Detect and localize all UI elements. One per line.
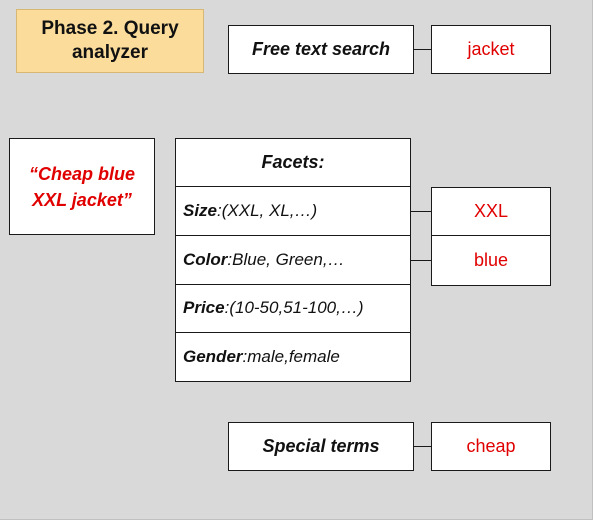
- phase-title-line-2: analyzer: [71, 42, 149, 63]
- free-text-value: jacket: [467, 39, 515, 59]
- color-value-box: blue: [431, 235, 551, 286]
- free-text-search-box: Free text search: [228, 25, 414, 74]
- facet-separator: :: [217, 200, 222, 220]
- facet-row-color: Color: Blue, Green,…: [176, 236, 410, 285]
- special-terms-label: Special terms: [262, 436, 380, 456]
- facets-table: Facets: Size: (XXL, XL,…) Color: Blue, G…: [175, 138, 411, 382]
- query-line-2: XXL jacket”: [32, 189, 132, 210]
- phase-title-line-1: Phase 2. Query: [41, 18, 179, 39]
- phase-title: Phase 2. Query analyzer: [16, 9, 204, 73]
- special-terms-value: cheap: [466, 436, 516, 456]
- facets-header: Facets:: [176, 139, 410, 187]
- facet-values: (XXL, XL,…): [221, 200, 318, 220]
- connector-color: [411, 260, 431, 261]
- special-terms-box: Special terms: [228, 422, 414, 471]
- facet-separator: :: [224, 298, 230, 318]
- facet-row-price: Price: (10-50,51-100,…): [176, 285, 410, 334]
- connector-size: [411, 211, 431, 212]
- facet-name: Gender: [183, 347, 243, 367]
- size-value-box: XXL: [431, 187, 551, 236]
- facet-values: Blue, Green,…: [232, 249, 345, 269]
- facet-values: (10-50,51-100,…): [229, 298, 364, 318]
- facet-row-gender: Gender: male,female: [176, 333, 410, 381]
- query-box: “Cheap blue XXL jacket”: [9, 138, 155, 235]
- size-value: XXL: [473, 201, 509, 221]
- query-line-1: “Cheap blue: [28, 163, 135, 184]
- facet-name: Price: [183, 298, 225, 318]
- special-terms-value-box: cheap: [431, 422, 551, 471]
- color-value: blue: [473, 250, 509, 270]
- facet-values: male,female: [247, 347, 340, 367]
- connector-free-text: [414, 49, 431, 50]
- facet-separator: :: [242, 347, 248, 367]
- facet-name: Color: [183, 249, 228, 269]
- facet-name: Size: [183, 200, 218, 220]
- facet-separator: :: [227, 249, 233, 269]
- free-text-search-label: Free text search: [251, 39, 391, 59]
- connector-special-terms: [414, 446, 431, 447]
- free-text-value-box: jacket: [431, 25, 551, 74]
- facet-row-size: Size: (XXL, XL,…): [176, 187, 410, 236]
